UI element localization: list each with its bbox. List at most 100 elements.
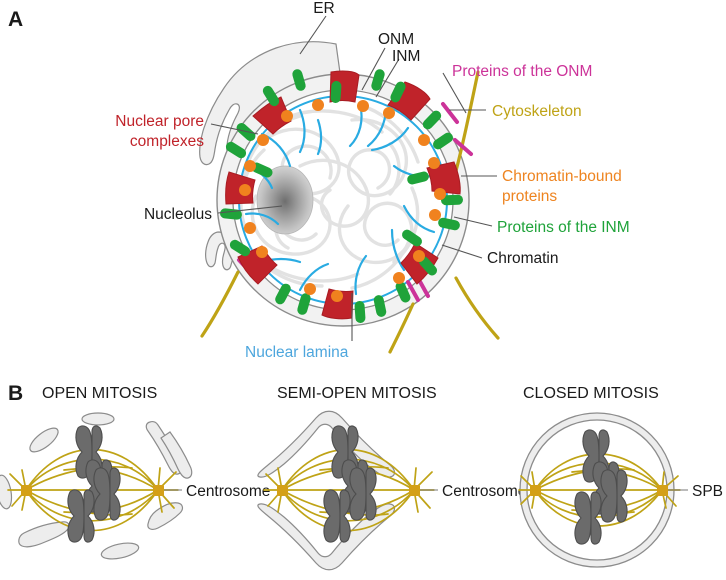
- inm-protein: [275, 283, 291, 305]
- chromatin-bound-protein: [257, 134, 269, 146]
- centrosomes: [21, 485, 164, 496]
- nucleolus: [256, 165, 314, 235]
- label-chromatin-bound-proteins-line1: Chromatin-bound: [502, 168, 622, 185]
- leader-inm-proteins: [453, 216, 493, 227]
- inm-protein: [225, 141, 247, 159]
- label-nucleolus: Nucleolus: [144, 206, 212, 223]
- label-chromatin: Chromatin: [487, 250, 559, 267]
- envelope-fragment: [81, 412, 115, 426]
- envelope-fragment: [18, 521, 70, 548]
- cytoskeleton-filament: [200, 270, 240, 338]
- inm-protein: [371, 69, 385, 91]
- chromatin-bound-protein: [393, 272, 405, 284]
- chromosome: [349, 467, 377, 521]
- label-nuclear-pore-complexes-line1: Nuclear pore: [115, 113, 204, 130]
- mitosis-title-closed: CLOSED MITOSIS: [523, 385, 659, 402]
- centrosome: [21, 485, 32, 496]
- centrosome: [409, 485, 420, 496]
- centrosome: [277, 485, 288, 496]
- chromatin-bound-protein: [383, 107, 395, 119]
- centrosome: [153, 485, 164, 496]
- label-spb-closed: SPB: [692, 483, 723, 500]
- envelope-fragment: [160, 431, 193, 479]
- inm-protein: [390, 81, 406, 103]
- label-centrosome-semi-open: Centrosome: [442, 483, 526, 500]
- inm-protein: [422, 110, 442, 130]
- panel-a-leader-lines: [210, 15, 497, 341]
- nuclear-pore-complex: [252, 96, 292, 135]
- leader-inm: [375, 58, 400, 98]
- leader-onm: [361, 47, 386, 91]
- panel-b-letter: B: [8, 382, 23, 405]
- leader-onm-proteins: [442, 72, 467, 114]
- chromatin-bound-protein: [256, 246, 268, 258]
- spindle-pole-bodies: [530, 485, 668, 496]
- envelope-fragment: [100, 542, 140, 560]
- panel-b: B OPEN MITOSIS SEMI-OPEN MITOSIS CLOSED …: [0, 382, 723, 571]
- closed-mitosis-diagram: SPB: [518, 412, 723, 568]
- chromosomes: [323, 425, 377, 543]
- inm-protein: [251, 162, 273, 178]
- chromatin-bound-protein: [244, 222, 256, 234]
- chromosome: [323, 489, 351, 543]
- chromatin-bound-protein: [281, 110, 293, 122]
- inm-protein: [354, 301, 366, 323]
- mitosis-title-semi-open: SEMI-OPEN MITOSIS: [277, 385, 437, 402]
- label-inm: INM: [392, 48, 420, 65]
- inm-protein: [433, 132, 453, 150]
- semi-open-mitosis-diagram: Centrosome: [257, 410, 526, 571]
- spindle-pole-body: [530, 485, 541, 496]
- chromatin-bound-protein: [239, 184, 251, 196]
- label-chromatin-bound-proteins-line2: proteins: [502, 188, 557, 205]
- chromosome: [574, 491, 602, 545]
- label-proteins-of-the-onm: Proteins of the ONM: [452, 63, 592, 80]
- spindle-pole-body: [657, 485, 668, 496]
- chromatin-bound-protein: [429, 209, 441, 221]
- chromatin-bound-proteins: [239, 99, 446, 302]
- label-er: ER: [313, 0, 335, 17]
- chromosome: [93, 467, 121, 521]
- nuclear-pore-complex: [426, 161, 461, 195]
- inm-protein: [402, 229, 422, 247]
- label-nuclear-pore-complexes-line2: complexes: [130, 133, 204, 150]
- onm-protein: [406, 280, 420, 302]
- chromosomes: [67, 425, 121, 543]
- onm-protein: [441, 102, 459, 124]
- chromatin-bound-protein: [331, 290, 343, 302]
- leader-nucleolus: [217, 205, 283, 214]
- inm-protein: [297, 293, 311, 315]
- chromatin-bound-protein: [357, 100, 369, 112]
- nuclear-pore-complexes: [225, 70, 461, 320]
- chromatin-bound-protein: [434, 188, 446, 200]
- panel-a: A: [8, 0, 630, 361]
- inm-protein: [292, 69, 306, 91]
- envelope-fragment: [0, 474, 13, 510]
- panel-a-letter: A: [8, 8, 23, 31]
- envelope-fragment: [147, 502, 184, 530]
- chromatin-bound-protein: [304, 283, 316, 295]
- label-centrosome-open: Centrosome: [186, 483, 270, 500]
- inm-protein: [330, 81, 342, 103]
- mitosis-title-open: OPEN MITOSIS: [42, 385, 157, 402]
- cytoskeleton-filament: [388, 302, 415, 354]
- envelope-fragment: [29, 427, 59, 453]
- envelope-fragments: [0, 412, 193, 560]
- label-nuclear-lamina: Nuclear lamina: [245, 344, 349, 361]
- label-cytoskeleton: Cytoskeleton: [492, 103, 582, 120]
- chromatin-bound-protein: [312, 99, 324, 111]
- inm-protein: [418, 256, 438, 276]
- leader-npc: [210, 123, 259, 135]
- label-proteins-of-the-inm: Proteins of the INM: [497, 219, 630, 236]
- leader-chromatin: [441, 244, 483, 259]
- centrosomes: [277, 485, 420, 496]
- chromosome: [67, 489, 95, 543]
- label-onm: ONM: [378, 31, 414, 48]
- inm-protein: [438, 217, 460, 231]
- inm-protein: [441, 194, 463, 206]
- inm-protein: [229, 239, 251, 257]
- chromatin-bound-protein: [428, 157, 440, 169]
- open-mitosis-diagram: Centrosome: [0, 412, 270, 560]
- chromatin-bound-protein: [413, 250, 425, 262]
